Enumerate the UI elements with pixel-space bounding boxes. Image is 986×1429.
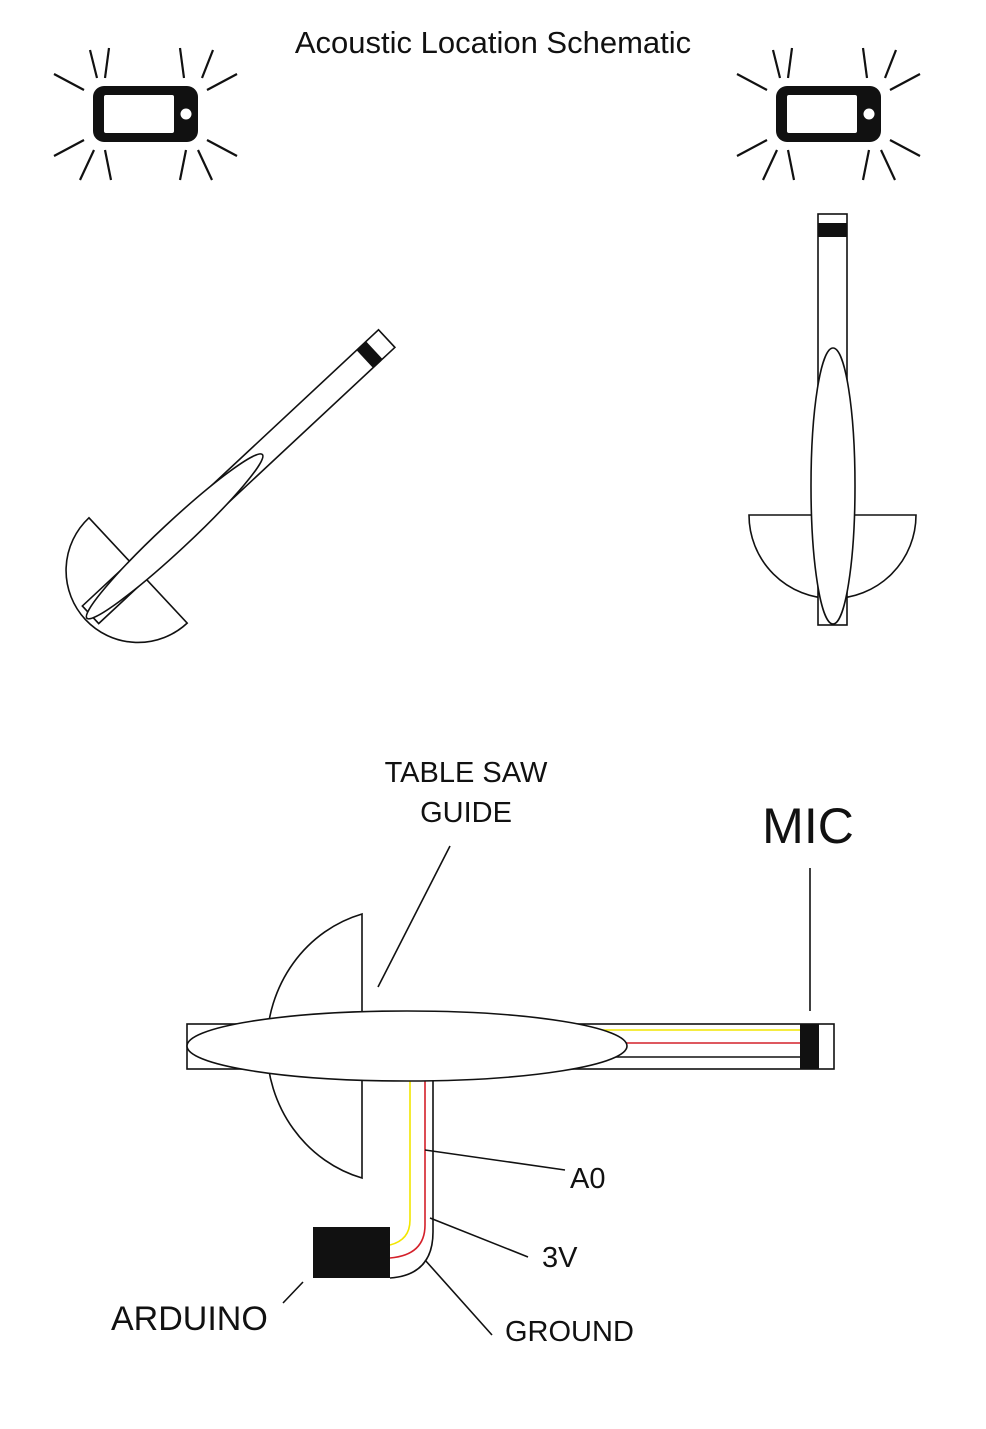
sensor-assembly-detailed (186, 912, 835, 1279)
sensor-assembly-vertical (748, 213, 917, 626)
label-mic: MIC (762, 798, 854, 854)
diagram-title: Acoustic Location Schematic (295, 25, 691, 60)
phone-icon (736, 47, 921, 181)
label-3v: 3V (542, 1242, 578, 1274)
label-ground: GROUND (505, 1316, 634, 1348)
phone-icon (53, 47, 238, 181)
label-a0: A0 (570, 1163, 605, 1195)
label-table-saw-guide-line1: TABLE SAW (385, 757, 548, 789)
leader-lines (282, 845, 811, 1336)
sensor-assembly-rotated (65, 328, 397, 644)
label-arduino: ARDUINO (111, 1300, 268, 1338)
arduino-block (313, 1227, 390, 1278)
label-table-saw-guide-line2: GUIDE (420, 797, 512, 829)
mic-block (800, 1024, 819, 1069)
